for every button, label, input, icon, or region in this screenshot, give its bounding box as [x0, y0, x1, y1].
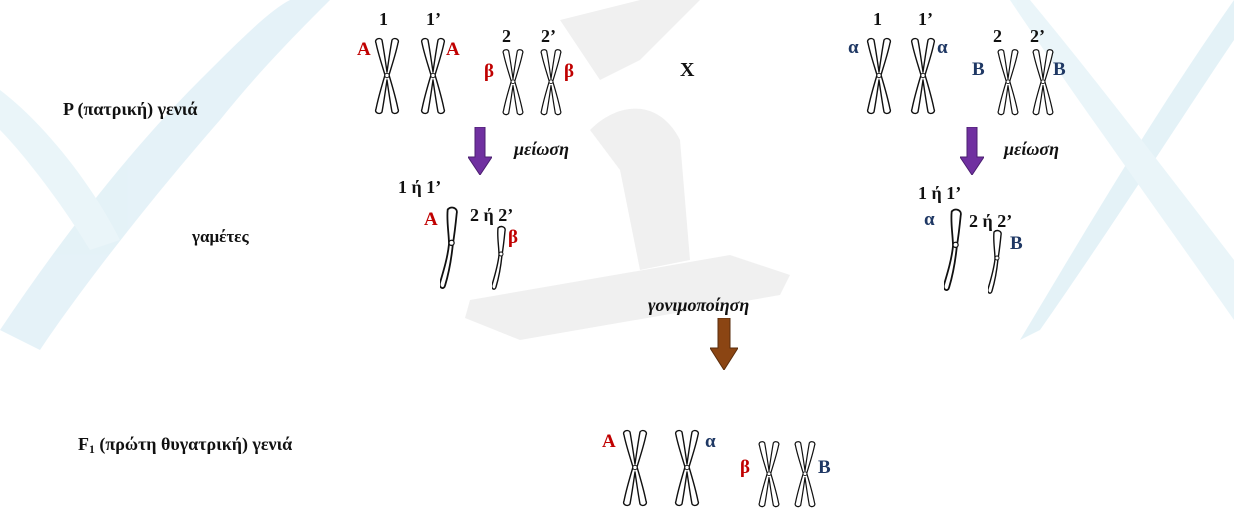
allele-A-1: A — [357, 40, 371, 59]
gamete-chrom-a-label-right: 1 ή 1’ — [918, 184, 961, 202]
meiosis-arrow-left-icon — [468, 127, 492, 175]
gamete-chromosome-1-right-icon — [944, 204, 962, 296]
chrom-number-2-prime: 2’ — [541, 27, 556, 45]
chrom-number-2-right: 2 — [993, 27, 1002, 45]
parental-generation-label: P (πατρική) γενιά — [63, 100, 197, 118]
gamete-allele-A: A — [424, 210, 438, 229]
gamete-chrom-b-label-left: 2 ή 2’ — [470, 206, 513, 224]
gamete-chromosome-2-right-icon — [988, 228, 1002, 296]
fertilization-label: γονιμοποίηση — [648, 296, 749, 314]
f1-allele-B: Β — [818, 458, 831, 477]
f1-allele-A: A — [602, 432, 616, 451]
f1-label-rest: (πρώτη θυγατρική) γενιά — [95, 434, 292, 454]
meiosis-arrow-right-icon — [960, 127, 984, 175]
f1-generation-label: F1 (πρώτη θυγατρική) γενιά — [78, 435, 292, 456]
fertilization-arrow-icon — [710, 318, 738, 370]
allele-beta-2: β — [484, 62, 494, 81]
f1-chromosome-2-icon — [756, 440, 782, 510]
chromosome-1-icon — [372, 32, 402, 122]
f1-label-prefix: F — [78, 434, 89, 454]
chrom-number-1: 1 — [379, 10, 388, 28]
meiosis-label-left: μείωση — [514, 140, 569, 158]
gamete-allele-beta: β — [508, 228, 518, 247]
chrom-number-2: 2 — [502, 27, 511, 45]
chrom-number-1-prime-right: 1’ — [918, 10, 933, 28]
allele-beta-2-prime: β — [564, 62, 574, 81]
f1-chromosome-1-prime-icon — [672, 424, 702, 514]
chromosome-2-right-icon — [995, 48, 1021, 118]
f1-chromosome-2-prime-icon — [792, 440, 818, 510]
chromosome-1-prime-right-icon — [908, 32, 938, 122]
chromosome-2-prime-right-icon — [1030, 48, 1056, 118]
chrom-number-1-prime: 1’ — [426, 10, 441, 28]
chromosome-2-icon — [500, 48, 526, 118]
gamete-chromosome-1-icon — [440, 202, 458, 294]
chrom-number-2-prime-right: 2’ — [1030, 27, 1045, 45]
chromosome-1-right-icon — [864, 32, 894, 122]
gamete-allele-alpha: α — [924, 210, 935, 229]
meiosis-label-right: μείωση — [1004, 140, 1059, 158]
cross-symbol: X — [680, 60, 694, 80]
allele-alpha-1: α — [848, 38, 859, 57]
f1-chromosome-1-icon — [620, 424, 650, 514]
gamete-chrom-a-label-left: 1 ή 1’ — [398, 178, 441, 196]
chrom-number-1-right: 1 — [873, 10, 882, 28]
gamete-allele-B: Β — [1010, 234, 1023, 253]
allele-A-1-prime: A — [446, 40, 460, 59]
chromosome-1-prime-icon — [418, 32, 448, 122]
gametes-generation-label: γαμέτες — [192, 228, 249, 245]
gamete-chromosome-2-icon — [492, 224, 506, 292]
allele-alpha-1-prime: α — [937, 38, 948, 57]
chromosome-2-prime-icon — [538, 48, 564, 118]
f1-allele-alpha: α — [705, 432, 716, 451]
allele-B-2: Β — [972, 60, 985, 79]
f1-allele-beta: β — [740, 458, 750, 477]
